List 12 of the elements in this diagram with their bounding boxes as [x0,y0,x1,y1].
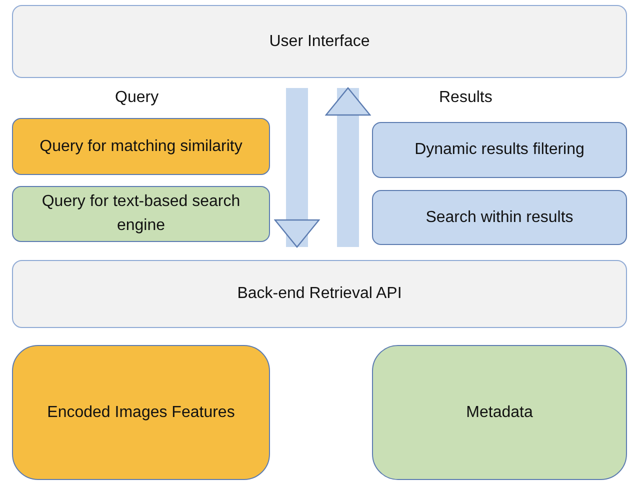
column-heading: Results [439,89,492,107]
column-heading: Query [115,89,159,107]
process-box: Dynamic results filtering [372,122,627,178]
block-arrow [274,88,320,248]
process-box: Back-end Retrieval API [12,260,627,328]
block-arrow [325,87,371,247]
process-box: Search within results [372,190,627,245]
process-box: Query for text-based search engine [12,186,270,242]
process-box: Encoded Images Features [12,345,270,480]
process-box: Query for matching similarity [12,118,270,175]
process-box: User Interface [12,5,627,78]
process-box: Metadata [372,345,627,480]
